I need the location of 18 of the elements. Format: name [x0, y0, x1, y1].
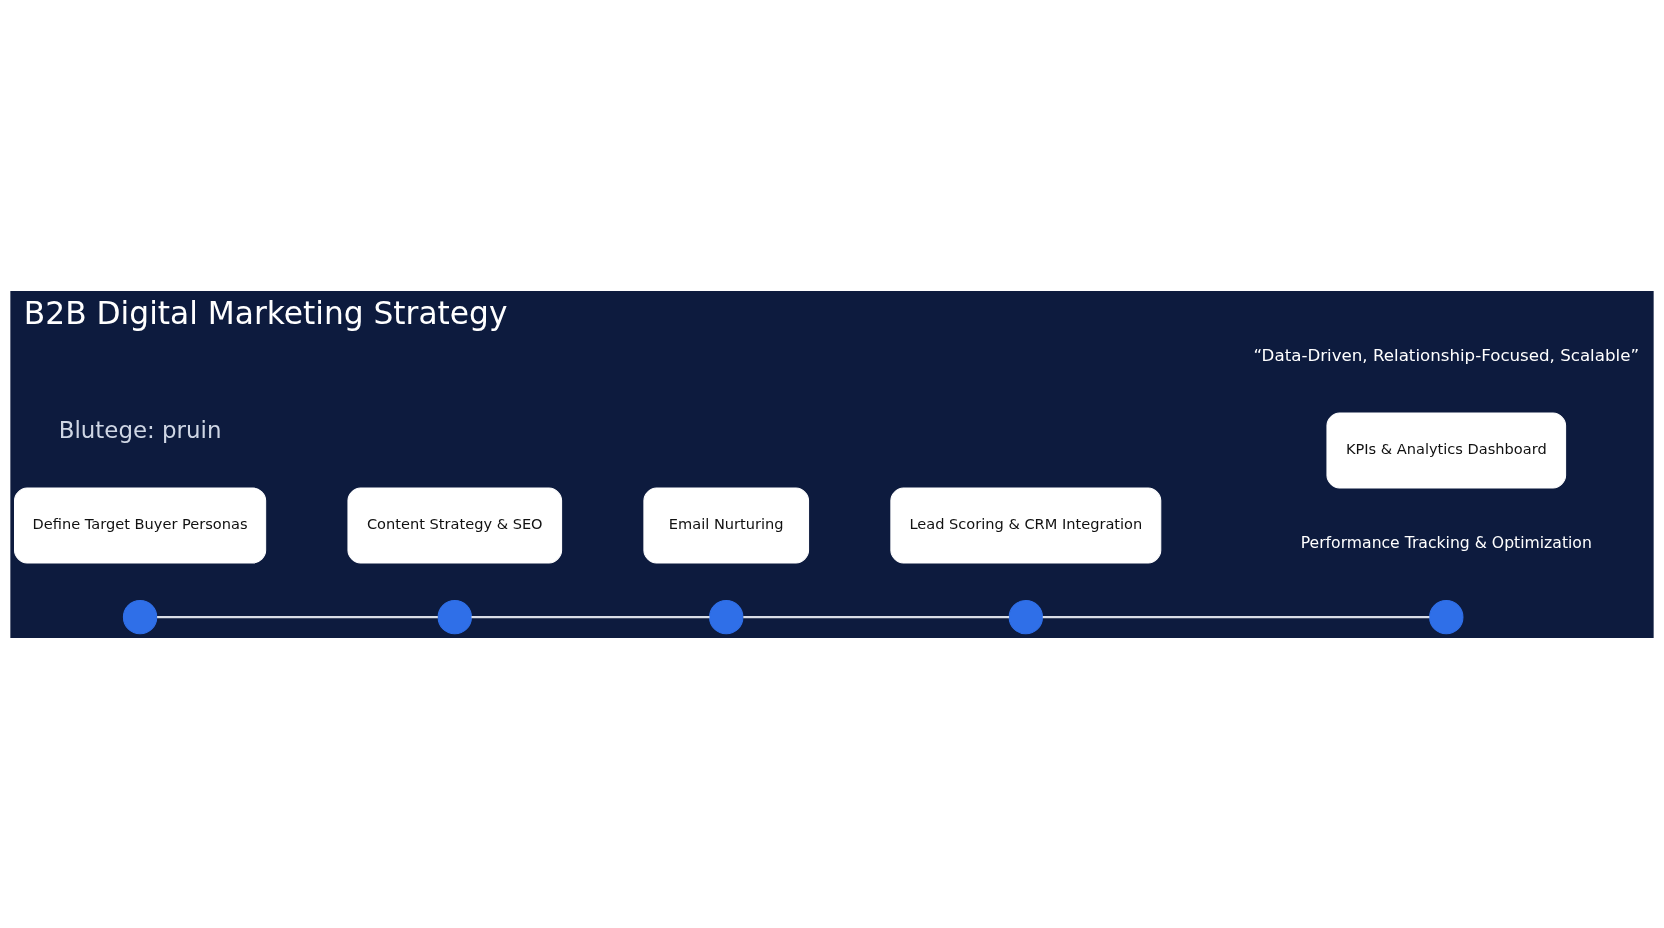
node-circle: [1008, 599, 1043, 634]
label: Blutege: pruin: [58, 416, 222, 443]
label: “Data-Driven, Relationship-Focused, Scalable”: [1253, 345, 1640, 365]
node-box: Lead Scoring & CRM Integration: [890, 486, 1162, 563]
node-circle: [1429, 599, 1464, 634]
node-circle: [122, 599, 158, 634]
connector: [157, 615, 438, 618]
diagram-title: B2B Digital Marketing Strategy: [23, 294, 508, 331]
node-box: Content Strategy & SEO: [347, 486, 563, 563]
node-box: KPIs & Analytics Dashboard: [1326, 411, 1567, 488]
node-label: Performance Tracking & Optimization: [1300, 532, 1592, 552]
node-box: Email Nurturing: [643, 486, 810, 563]
node-circle: [709, 599, 744, 634]
node-circle: [437, 599, 472, 634]
connector: [1042, 615, 1430, 618]
connector: [471, 615, 710, 618]
node-box: Define Target Buyer Personas: [14, 486, 267, 563]
connector: [743, 615, 1010, 618]
